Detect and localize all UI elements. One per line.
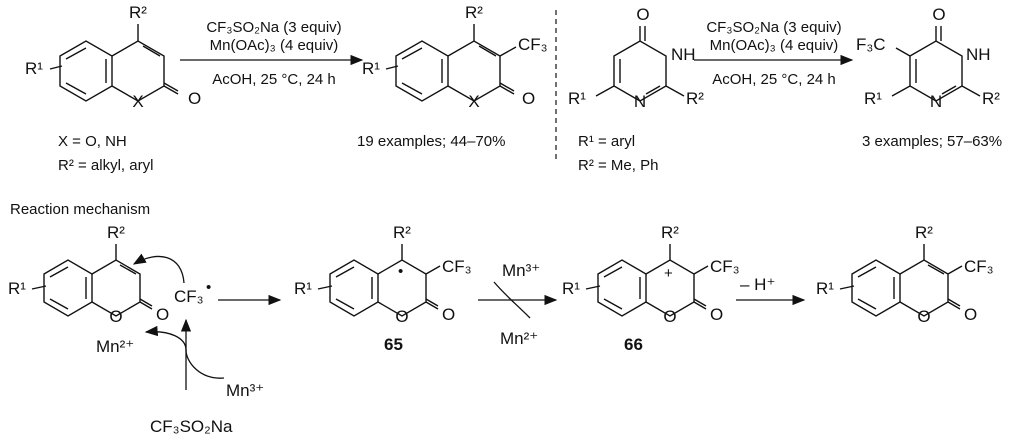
trifluoromethyl-coumarin-product: R² CF₃ R¹ X O [362,3,548,111]
mechanism-coumarin: R² R¹ O O [8,223,169,326]
r2-label: R² [915,223,933,242]
mn3-oxidant: Mn³⁺ [502,261,540,280]
carbonyl-o: O [188,89,201,108]
r2-label: R² [686,89,704,108]
r2-label: R² [465,3,483,22]
r2-label: R² [982,89,1000,108]
reagent-1a: CF₃SO₂Na (3 equiv) [206,19,341,36]
yield-note-1: 19 examples; 44–70% [357,133,505,150]
cf3-radical: CF₃ [174,287,204,306]
r2-label: R² [661,223,679,242]
substrate-x-note: X = O, NH [58,133,127,150]
cf3-label: CF₃ [518,35,548,54]
intermediate-65-label: 65 [384,335,403,354]
nh-label: NH [966,45,991,64]
trifluoromethyl-pyrimidinone-product: O NH N R² R¹ F₃C [856,5,1000,111]
r1-label: R¹ [568,89,586,108]
substrate-r2-note: R² = alkyl, aryl [58,157,153,174]
r1-label: R¹ [816,279,834,298]
radical-dot: • [398,263,403,280]
ring-o: O [395,307,408,326]
oxidation-curve [493,281,531,319]
cf3-label: CF₃ [442,257,472,276]
n-atom: N [634,92,646,111]
substrate-r2-note: R² = Me, Ph [578,157,658,174]
r2-label: R² [107,223,125,242]
deprotonation-label: – H⁺ [740,275,775,294]
conditions-1: AcOH, 25 °C, 24 h [212,71,336,88]
ring-o: O [917,307,930,326]
r1-label: R¹ [294,279,312,298]
r1-label: R¹ [362,59,380,78]
r1-label: R¹ [864,89,882,108]
mn3-label: Mn³⁺ [226,381,264,400]
cf3-label: CF₃ [710,257,740,276]
mechanism-product: R² CF₃ R¹ O O [816,223,994,326]
carbonyl-o: O [710,305,723,324]
mechanism-title: Reaction mechanism [10,201,150,218]
intermediate-66-label: 66 [624,335,643,354]
intermediate-65: R² CF₃ • R¹ O O [294,223,472,326]
mn2-byproduct: Mn²⁺ [500,329,538,348]
r2-label: R² [393,223,411,242]
reagent-2a: CF₃SO₂Na (3 equiv) [706,19,841,36]
reagent-2b: Mn(OAc)₃ (4 equiv) [710,37,839,54]
ring-o: O [109,307,122,326]
carbonyl-o: O [522,89,535,108]
intermediate-66: R² CF₃ + R¹ O O [562,223,740,326]
radical-addition-arrow [132,253,185,284]
pyrimidinone-substrate: O NH N R² R¹ [568,5,704,111]
mn2-label: Mn²⁺ [96,337,134,356]
n-atom: N [930,92,942,111]
r1-label: R¹ [25,59,43,78]
carbonyl-o: O [932,5,945,24]
nh-label: NH [671,45,696,64]
x-atom: X [468,92,479,111]
carbonyl-o: O [442,305,455,324]
conditions-2: AcOH, 25 °C, 24 h [712,71,836,88]
r2-label: R² [129,3,147,22]
yield-note-2: 3 examples; 57–63% [862,133,1002,150]
r1-label: R¹ [562,279,580,298]
radical-dot: • [206,279,211,296]
ring-o: O [663,307,676,326]
carbonyl-o: O [964,305,977,324]
cf3-label: CF₃ [964,257,994,276]
cf3so2na-label: CF₃SO₂Na [150,417,233,436]
cation-plus: + [664,265,673,282]
coumarin-substrate: R² R¹ X O [25,3,201,111]
substrate-r1-note: R¹ = aryl [578,133,635,150]
reagent-1b: Mn(OAc)₃ (4 equiv) [210,37,339,54]
f3c-label: F₃C [856,35,886,54]
x-atom: X [132,92,143,111]
carbonyl-o: O [156,305,169,324]
mn-reduction-arrow [144,325,225,379]
carbonyl-o: O [636,5,649,24]
r1-label: R¹ [8,279,26,298]
